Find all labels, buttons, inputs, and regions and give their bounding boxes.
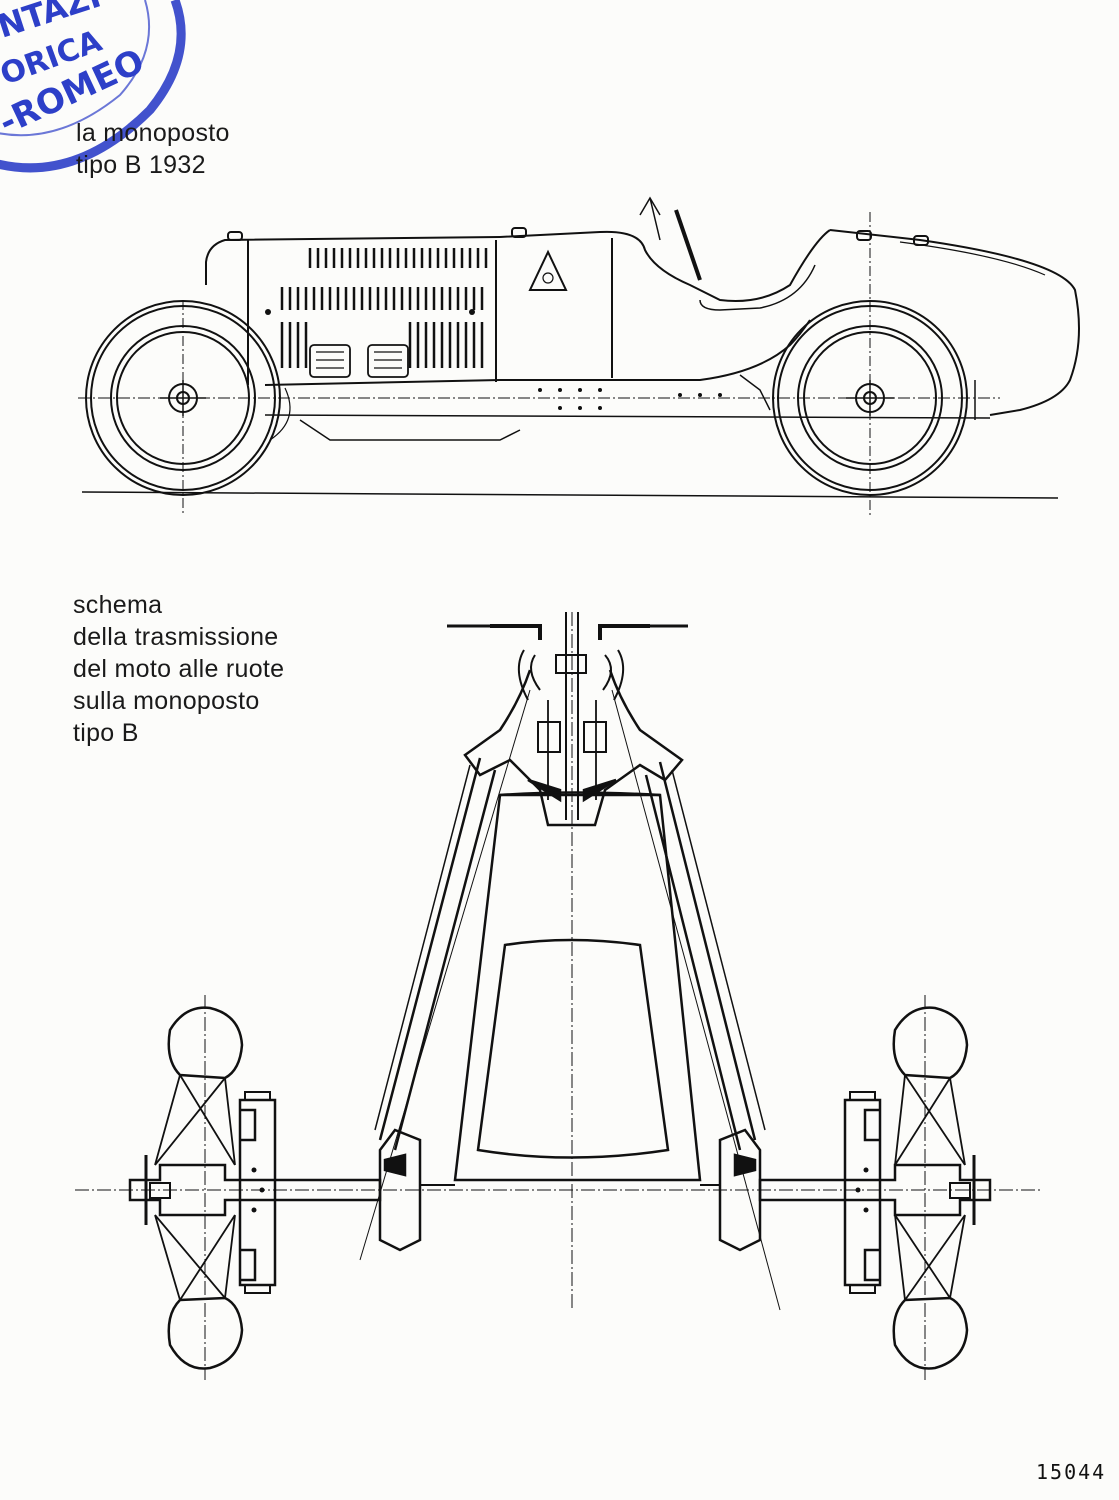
rear-wheel — [772, 300, 968, 496]
side-view-caption: la monoposto tipo B 1932 — [76, 117, 230, 181]
caption-line: tipo B 1932 — [76, 151, 206, 179]
side-view-drawing — [78, 196, 1080, 515]
transmission-schematic — [75, 612, 1040, 1380]
rear-axle — [128, 1128, 992, 1252]
right-brake-drum — [843, 1091, 882, 1294]
caption-line: tipo B — [73, 719, 139, 747]
gearbox-housing — [463, 612, 684, 827]
bonnet-louvres — [280, 248, 488, 368]
caption-line: della trasmissione — [73, 623, 279, 651]
right-rear-wheel — [892, 1006, 969, 1370]
left-brake-drum — [238, 1091, 277, 1294]
left-rear-wheel — [154, 1006, 244, 1370]
caption-line: la monoposto — [76, 119, 230, 147]
document-number: 15044 — [1036, 1460, 1107, 1484]
car-body — [205, 196, 1080, 441]
caption-line: schema — [73, 591, 163, 619]
transmission-caption: schema della trasmissione del moto alle … — [73, 589, 284, 749]
a-frame-chassis — [374, 757, 766, 1182]
caption-line: del moto alle ruote — [73, 655, 285, 683]
caption-line: sulla monoposto — [73, 687, 260, 715]
front-wheel — [85, 300, 281, 496]
